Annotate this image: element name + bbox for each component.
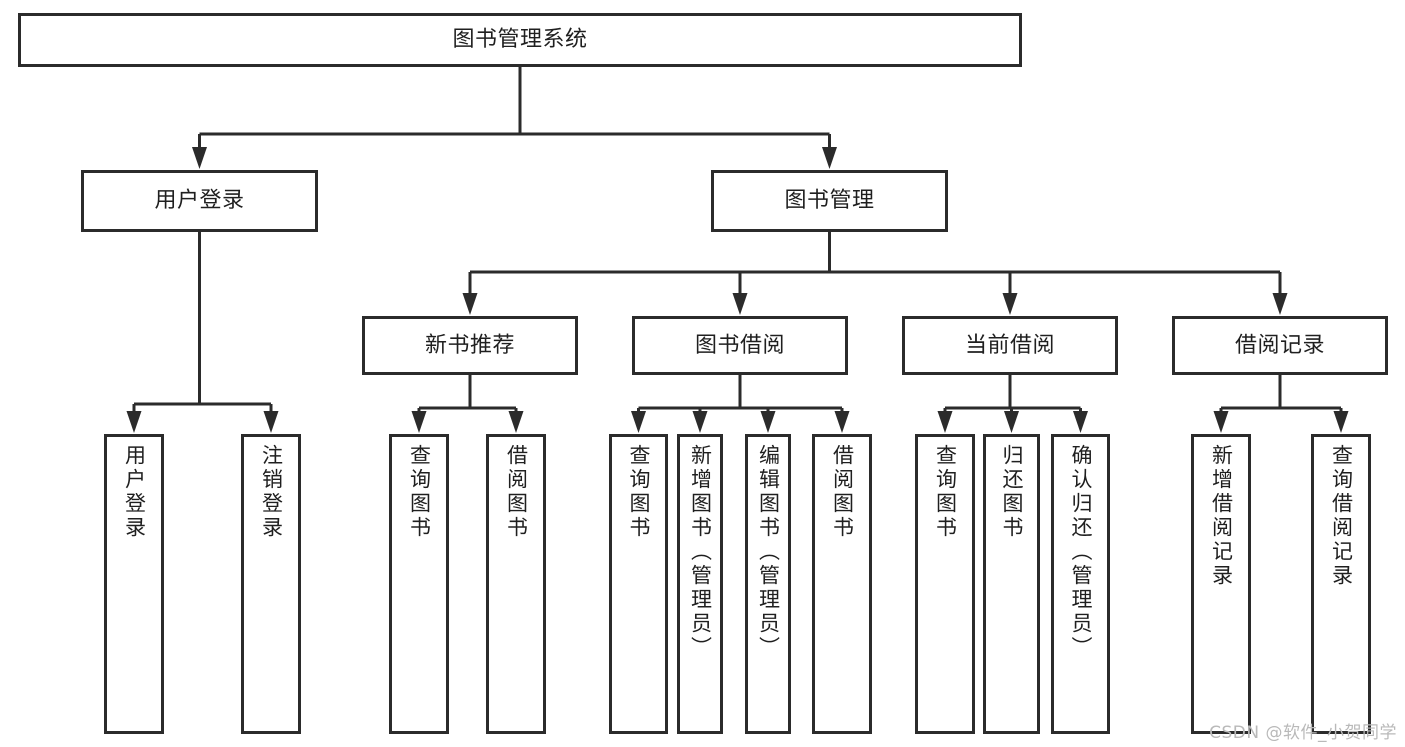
- arrow-head-leaf-add-borrow-record: [1213, 411, 1229, 433]
- arrow-head-leaf-query-book-2: [631, 411, 646, 433]
- arrow-head-book-borrow: [732, 293, 748, 315]
- node-box-leaf-user-login[interactable]: [104, 434, 164, 734]
- node-box-leaf-query-book-1[interactable]: [389, 434, 449, 734]
- node-box-leaf-query-book-2[interactable]: [609, 434, 668, 734]
- arrow-head-leaf-borrow-book-1: [508, 411, 524, 433]
- node-box-leaf-logout[interactable]: [241, 434, 301, 734]
- arrow-head-borrow-record: [1272, 293, 1288, 315]
- node-box-leaf-add-book-admin[interactable]: [677, 434, 723, 734]
- node-box-leaf-query-book-3[interactable]: [915, 434, 975, 734]
- node-box-leaf-query-borrow-record[interactable]: [1311, 434, 1371, 734]
- node-box-current-borrow[interactable]: [902, 316, 1118, 375]
- arrow-head-leaf-query-borrow-record: [1333, 411, 1349, 433]
- node-box-leaf-borrow-book-1[interactable]: [486, 434, 546, 734]
- node-box-borrow-record[interactable]: [1172, 316, 1388, 375]
- arrow-head-leaf-confirm-return-admin: [1073, 411, 1088, 433]
- arrow-head-new-book-rec: [462, 293, 478, 315]
- connector-group: [126, 67, 1349, 433]
- node-box-leaf-return-book[interactable]: [983, 434, 1040, 734]
- arrow-head-leaf-borrow-book-2: [834, 411, 850, 433]
- arrow-head-current-borrow: [1002, 293, 1018, 315]
- node-box-book-manage[interactable]: [711, 170, 948, 232]
- arrow-head-user-login: [192, 147, 207, 169]
- node-box-new-book-rec[interactable]: [362, 316, 578, 375]
- arrow-head-leaf-edit-book-admin: [760, 411, 776, 433]
- arrow-head-book-manage: [822, 147, 837, 169]
- node-box-leaf-add-borrow-record[interactable]: [1191, 434, 1251, 734]
- arrow-head-leaf-user-login: [126, 411, 142, 433]
- node-box-leaf-edit-book-admin[interactable]: [745, 434, 791, 734]
- node-box-leaf-borrow-book-2[interactable]: [812, 434, 872, 734]
- node-box-book-borrow[interactable]: [632, 316, 848, 375]
- arrow-head-leaf-query-book-3: [937, 411, 953, 433]
- arrow-head-leaf-add-book-admin: [692, 411, 708, 433]
- arrow-head-leaf-logout: [263, 411, 279, 433]
- node-box-user-login[interactable]: [81, 170, 318, 232]
- arrow-head-leaf-return-book: [1004, 411, 1019, 433]
- node-box-root[interactable]: [18, 13, 1022, 67]
- node-box-leaf-confirm-return-admin[interactable]: [1051, 434, 1110, 734]
- arrow-head-leaf-query-book-1: [411, 411, 427, 433]
- node-box-group: [18, 13, 1388, 734]
